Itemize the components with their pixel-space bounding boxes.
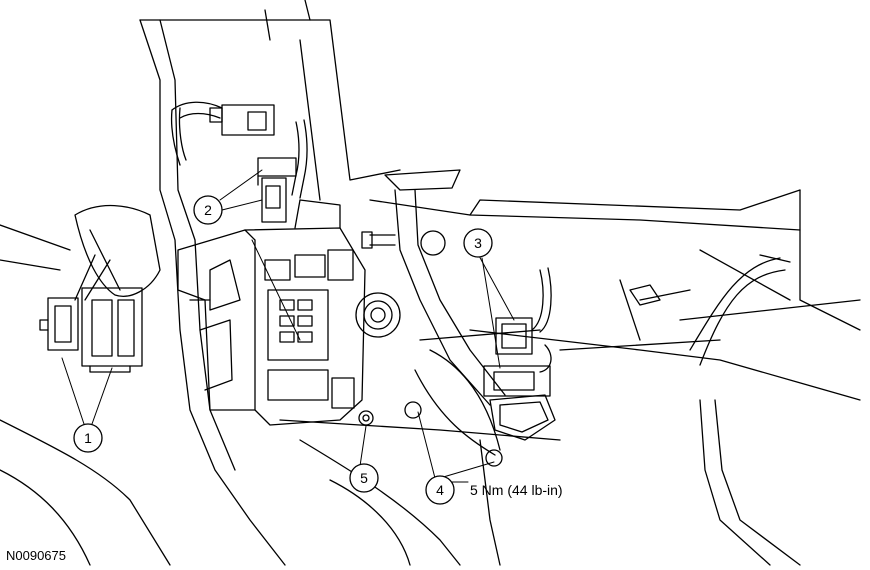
smart-junction-box (177, 199, 366, 426)
dash-panel (369, 189, 861, 401)
svg-text:2: 2 (204, 202, 212, 218)
connector-2-upper (209, 104, 275, 136)
wiring-harness-left (0, 204, 161, 301)
figure-reference-id: N0090675 (6, 548, 66, 563)
grommet (355, 230, 446, 338)
svg-text:5: 5 (360, 470, 368, 486)
connector-1b (81, 287, 143, 373)
door-opening (689, 254, 801, 566)
svg-text:1: 1 (84, 430, 92, 446)
torque-spec: 5 Nm (44 lb-in) (470, 482, 563, 498)
connector-3-upper (495, 267, 552, 355)
connector-3-lower (483, 344, 552, 397)
bracket-right (629, 284, 691, 306)
wiring-harness-top (170, 101, 308, 199)
leader-lines (61, 169, 515, 483)
connector-2-lower (257, 157, 297, 223)
callout-1: 1 (73, 423, 103, 453)
callout-2: 2 (193, 195, 223, 225)
callout-5: 5 (349, 463, 379, 493)
callout-3: 3 (463, 228, 493, 258)
svg-text:3: 3 (474, 235, 482, 251)
svg-text:4: 4 (436, 482, 444, 498)
callout-4: 4 5 Nm (44 lb-in) (425, 475, 563, 505)
connector-1a (39, 297, 79, 351)
bolt-5 (358, 410, 374, 426)
floor-rocker (0, 419, 561, 566)
